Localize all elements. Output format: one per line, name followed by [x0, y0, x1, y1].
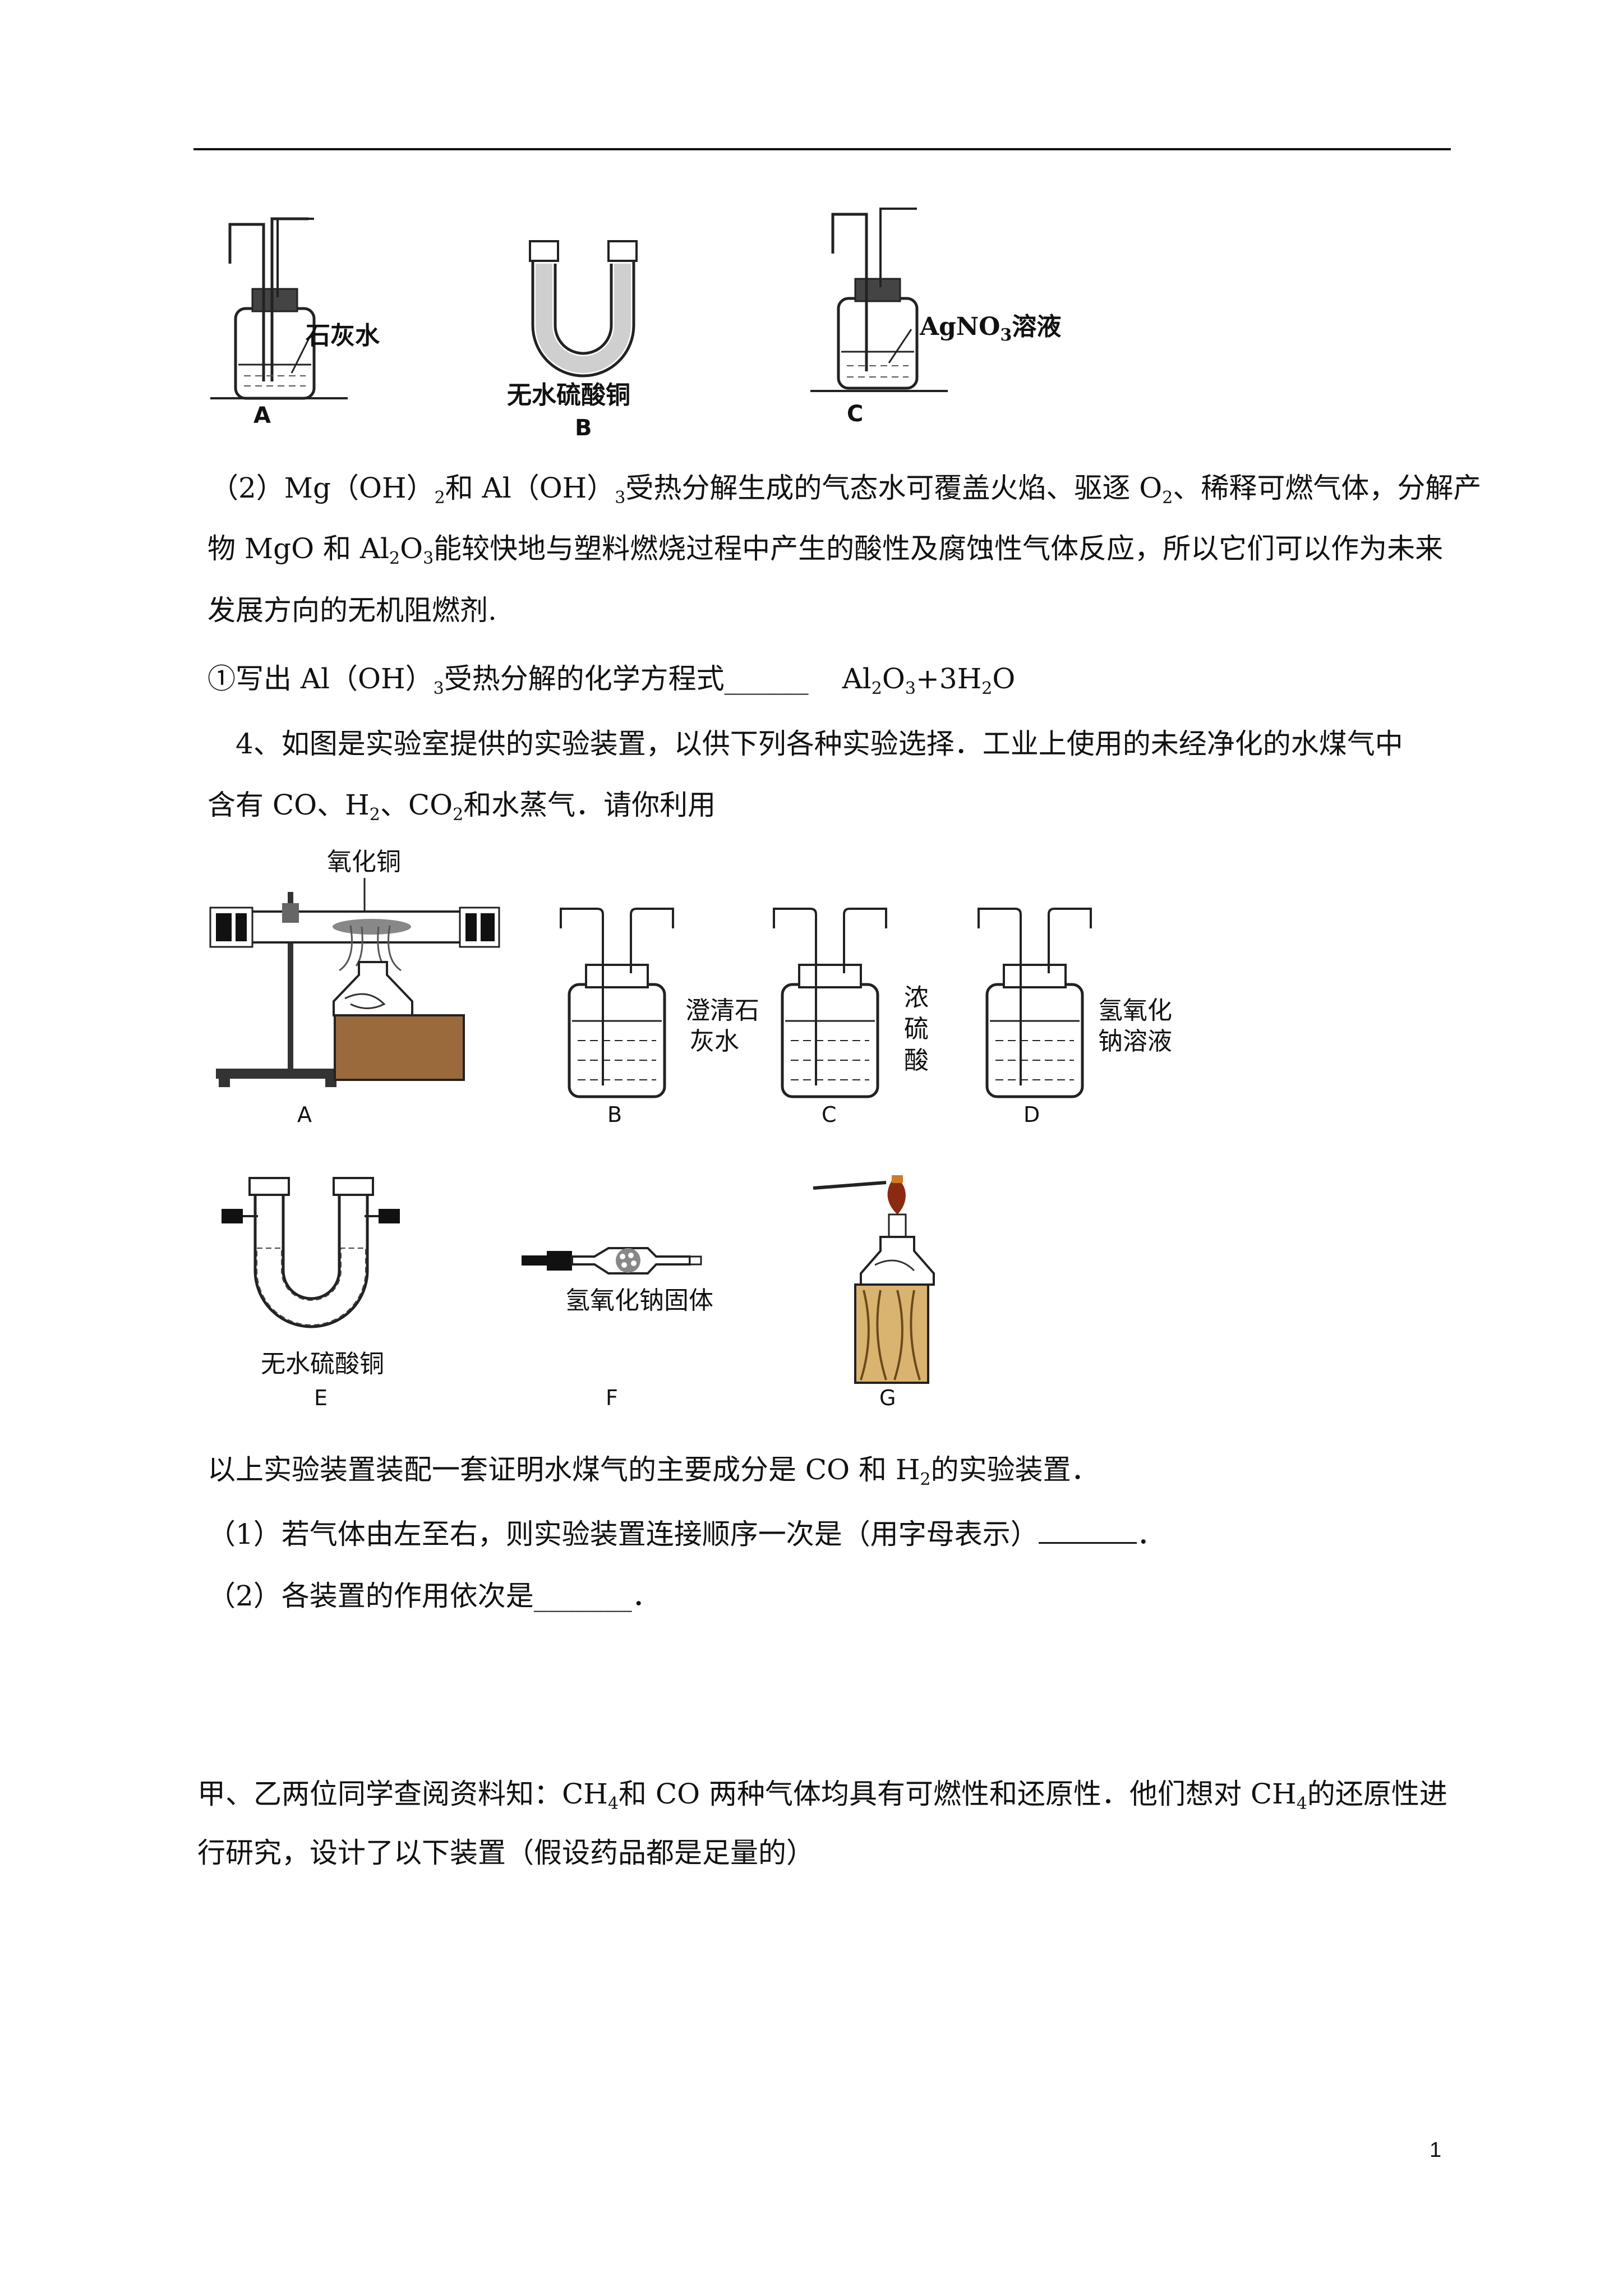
label-2a-pointer [363, 878, 366, 912]
label-1c: C [847, 401, 864, 427]
label-2e: E [314, 1386, 328, 1410]
apparatus-1c-diagram [810, 208, 948, 392]
apparatus-1b-diagram [529, 240, 638, 378]
label-2b: B [607, 1102, 623, 1127]
label-1a-liquid: 石灰水 [306, 321, 380, 350]
q5-line2: 行研究，设计了以下装置（假设药品都是足量的） [197, 1837, 814, 1869]
label-1b: B [575, 415, 592, 441]
label-2d-liquid-2: 钠溶液 [1098, 1027, 1172, 1056]
label-2f-solid: 氢氧化钠固体 [565, 1286, 713, 1315]
q5-line1: 甲、乙两位同学查阅资料知：CH4和 CO 两种气体均具有可燃性和还原性．他们想对… [197, 1778, 1447, 1814]
apparatus-1a-diagram [210, 217, 348, 400]
label-2d: D [1023, 1102, 1040, 1127]
label-2g: G [879, 1386, 896, 1410]
page-number: 1 [1430, 2138, 1442, 2162]
label-2c-liquid-1: 浓 [904, 983, 929, 1012]
label-2b-liquid-1: 澄清石 [685, 996, 759, 1025]
label-2b-liquid-2: 灰水 [690, 1027, 739, 1056]
label-2a: A [297, 1102, 312, 1127]
q4-line2: 含有 CO、H2、CO2和水蒸气．请你利用 [208, 789, 716, 825]
label-1a: A [253, 403, 271, 429]
apparatus-2f-diagram [522, 1247, 702, 1274]
apparatus-2c-diagram [773, 908, 887, 1098]
label-2f: F [606, 1386, 618, 1410]
para2-line1: （2）Mg（OH）2和 Al（OH）3受热分解生成的气态水可覆盖火焰、驱逐 O2… [210, 472, 1482, 508]
apparatus-2e-diagram [222, 1177, 400, 1328]
header-rule [193, 148, 1451, 150]
apparatus-2a-diagram [209, 892, 500, 1087]
answer-blank-order[interactable] [1038, 1516, 1137, 1544]
q4b-line3: （2）各装置的作用依次是_______． [208, 1580, 660, 1612]
q4b-line1: 以上实验装置装配一套证明水煤气的主要成分是 CO 和 H2的实验装置． [208, 1453, 1099, 1489]
para2-line2: 物 MgO 和 Al2O3能较快地与塑料燃烧过程中产生的酸性及腐蚀性气体反应，所… [208, 532, 1444, 568]
label-2d-liquid-1: 氢氧化 [1098, 996, 1172, 1025]
label-1c-liquid: AgNO3溶液 [920, 312, 1062, 345]
apparatus-2d-diagram [978, 908, 1092, 1098]
label-2c-liquid-3: 酸 [904, 1046, 929, 1075]
label-2e-solid: 无水硫酸铜 [261, 1350, 384, 1378]
label-2a-top: 氧化铜 [327, 848, 401, 876]
label-1b-solid: 无水硫酸铜 [507, 381, 630, 409]
q4b-line2: （1）若气体由左至右，则实验装置连接顺序一次是（用字母表示）． [208, 1516, 1165, 1551]
apparatus-2g-diagram [813, 1175, 935, 1384]
q4-line1: 4、如图是实验室提供的实验装置，以供下列各种实验选择．工业上使用的未经净化的水煤… [236, 728, 1403, 760]
para2-line3: 发展方向的无机阻燃剂. [208, 594, 497, 627]
label-2c: C [822, 1102, 837, 1127]
label-2c-liquid-2: 硫 [904, 1015, 929, 1043]
apparatus-2b-diagram [560, 908, 674, 1098]
para2-line4: ①写出 Al（OH）3受热分解的化学方程式______Al2O3+3H2O [208, 662, 1016, 698]
